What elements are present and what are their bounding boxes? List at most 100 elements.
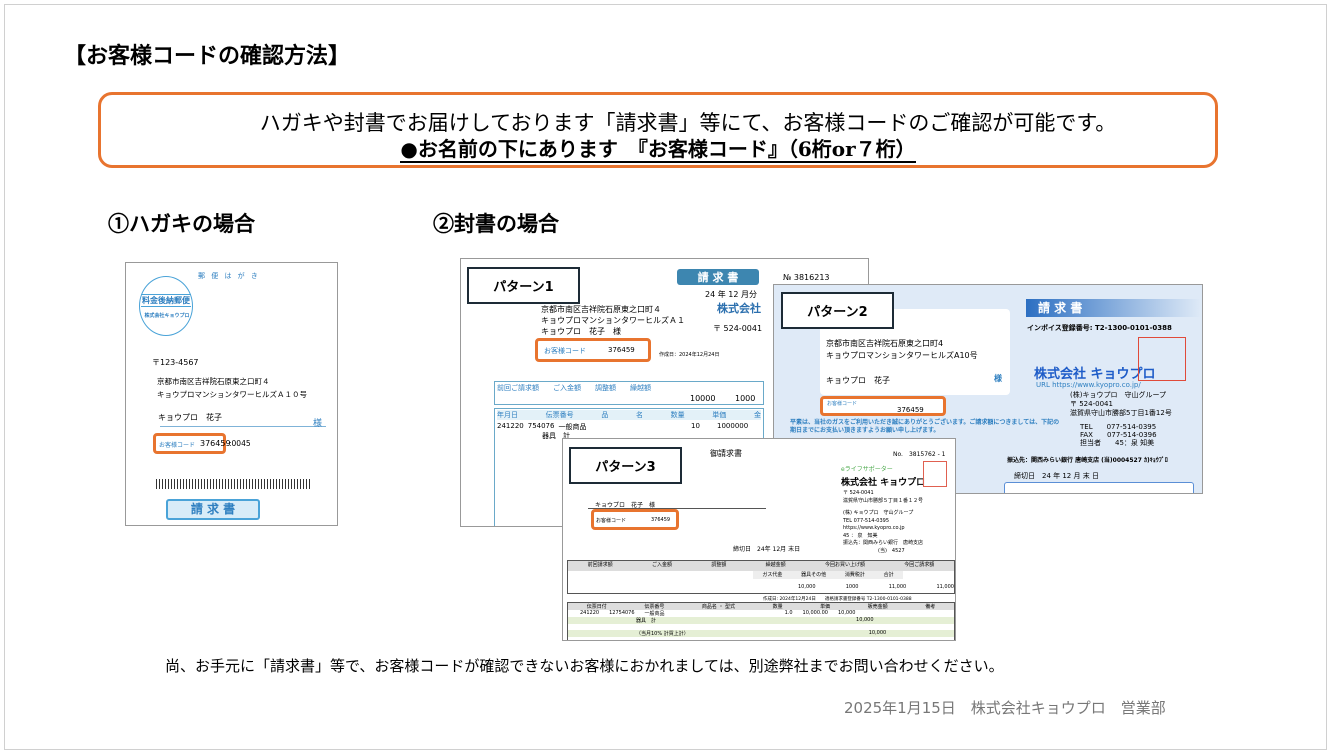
customer-code: 376459 (200, 439, 231, 448)
col-header: 備考 (925, 604, 936, 610)
invoice-badge: 請 求 書 (166, 499, 260, 520)
col-header: 繰越金額 (765, 562, 786, 568)
cell: 241220 (497, 422, 524, 430)
amount: 1000 (735, 394, 756, 403)
cell: 12754076 (609, 610, 635, 616)
postcard-image: 郵 便 は が き 料金後納郵便 株式会社キョウプロ 〒123-4567 京都市… (125, 262, 338, 526)
pattern2-label: パターン2 (781, 292, 894, 329)
cell: 10,000.00 (802, 610, 828, 616)
col-header: 単価 (712, 411, 727, 419)
zip: 〒 524-0041 (843, 490, 874, 496)
staff: 45 ： 泉 知美 (843, 532, 878, 539)
cell: 10 (691, 422, 700, 430)
address-1: 京都市南区吉祥院石原東之口町４ (541, 305, 661, 314)
col-header: ご入金額 (553, 384, 581, 392)
invoice-title: 御請求書 (710, 449, 742, 458)
sub-header: 器具その他 (801, 572, 827, 578)
col-header: 数量 (670, 411, 685, 419)
summary-table: 前回請求額 ご入金額 調整額 繰越金額 今回お買い上げ額 今回ご請求額 ガス代金… (567, 560, 955, 594)
invoice-number: № 3816213 (783, 273, 830, 282)
postcard-stamp-icon: 料金後納郵便 株式会社キョウプロ (139, 276, 193, 336)
notice-line-1: ハガキや封書でお届けしております「請求書」等にて、お客様コードのご確認が可能です… (259, 111, 1117, 135)
customer-code: 376459 (651, 517, 671, 523)
fax: FAX 077-514-0396 (1080, 431, 1157, 439)
name-underline (160, 426, 326, 427)
col-header: 今回お買い上げ額 (824, 562, 865, 568)
col-header: 伝票番号 (545, 411, 574, 419)
group: (株) キョウプロ 守山グループ (843, 510, 914, 516)
section-postcard: ①ハガキの場合 (108, 211, 255, 236)
customer-code-highlight: お客様コード 376459 (535, 338, 651, 362)
account: (当) 4527 (878, 547, 905, 554)
customer-code-highlight: お客様コード 376459 (820, 396, 946, 416)
created-info: 作成日: 2024年12月24日 適格請求書登録番号 T2-1300-0101-… (763, 597, 912, 602)
col-header: ご入金額 (651, 562, 672, 568)
cell: 10,000 (868, 630, 887, 636)
col-header: 年月日 (497, 411, 518, 419)
col-header: 伝票日付 (586, 604, 607, 610)
customer-code-highlight: お客様コード 376459 (153, 433, 231, 454)
code-label: お客様コード (827, 401, 858, 407)
postcard-header: 郵 便 は が き (198, 272, 260, 280)
bank: 振込先：関西みらい銀行 唐崎支店 (843, 540, 924, 546)
barcode-icon (156, 479, 310, 489)
staff: 担当者 45：泉 知美 (1080, 439, 1155, 447)
value: 1000 (845, 584, 859, 590)
slide-frame (4, 4, 1327, 750)
invoice-title: 請 求 書 (1026, 299, 1201, 317)
col-header: 名 (635, 411, 643, 419)
address-1: 京都市南区吉祥院石原東之口町4 (826, 339, 944, 348)
postcard-name: キョウプロ 花子 (158, 413, 222, 422)
contact-info: TEL 077-514-0395 FAX 077-514-0396 担当者 45… (1080, 423, 1157, 447)
stamp-company: 株式会社キョウプロ (144, 313, 190, 319)
value: 11,000 (888, 584, 907, 590)
col-header: 調整額 (711, 562, 727, 568)
cell: 器具 計 (542, 432, 570, 440)
value: 10,000 (798, 584, 816, 590)
invoice-period: 24 年 12 月分 (705, 290, 757, 299)
company-name: 株式会社 (717, 302, 761, 315)
notice-box: ハガキや封書でお届けしております「請求書」等にて、お客様コードのご確認が可能です… (98, 92, 1218, 168)
col-header: 数量 (772, 604, 783, 610)
cell: （当月10% 計買上計） (636, 631, 689, 637)
col-header: 商品名 ・ 型式 (701, 604, 736, 610)
company-info: (株)キョウプロ 守山グループ 〒 524-0041 滋賀県守山市勝部5丁目1番… (1070, 391, 1172, 418)
tel: TEL 077-514-0395 (1080, 423, 1157, 431)
company-url: URL https://www.kyopro.co.jp/ (1036, 381, 1141, 389)
due-date: 締切日 24 年 12 月 末 日 (1014, 472, 1099, 480)
col-header: 販売金額 (867, 604, 888, 610)
cell: 241220 (580, 610, 600, 616)
col-header: 今回ご請求額 (904, 562, 935, 568)
zip: 〒 524-0041 (1070, 400, 1113, 408)
customer-name: キョウプロ 花子 様 (595, 502, 656, 509)
col-header: 品 (601, 411, 609, 419)
items-table: 伝票日付 伝票番号 商品名 ・ 型式 数量 単価 販売金額 備考 241220 … (567, 602, 955, 640)
customer-code: 376459 (897, 406, 924, 414)
cell: 1000000 (717, 422, 749, 430)
cell: 10,000 (837, 610, 856, 616)
company-info: 〒 524-0041 滋賀県守山市勝部５丁目１番１２号 (株) キョウプロ 守山… (843, 490, 923, 555)
sub-header: ガス代金 (762, 572, 783, 578)
code-label: お客様コード (159, 442, 196, 449)
col-header: 単価 (820, 604, 831, 610)
col-header: 金 (753, 411, 761, 419)
tel: TEL 077-514-0395 (843, 517, 890, 524)
section-envelope: ②封書の場合 (433, 211, 559, 236)
cell: 754076 (527, 422, 555, 430)
customer-code-highlight: お客様コード 376459 (591, 509, 679, 530)
cell: 10,000 (856, 617, 874, 623)
company-seal-icon (1138, 337, 1186, 381)
customer-name: キョウプロ 花子 (826, 376, 890, 385)
customer-code: 376459 (608, 346, 635, 354)
due-date: 締切日 24年 12月 末日 (733, 546, 801, 553)
invoice-registration: インボイス登録番号: T2-1300-0101-0388 (1027, 324, 1172, 332)
message: 平素は、当社のガスをご利用いただき誠にありがとうございます。ご請求額につきまして… (790, 419, 1060, 434)
postcard-honorific: 様 (313, 419, 323, 429)
page-title: 【お客様コードの確認方法】 (64, 43, 351, 69)
code-suffix: :0045 (229, 439, 251, 448)
honorific: 様 (994, 374, 1002, 383)
cell: 一般商品 (644, 611, 665, 617)
col-header: 前回ご請求額 (497, 384, 539, 392)
company-name: 株式会社 キョウプロ (841, 478, 926, 488)
postcard-address-2: キョウプロマンションタワーヒルズＡ１０号 (157, 390, 307, 399)
